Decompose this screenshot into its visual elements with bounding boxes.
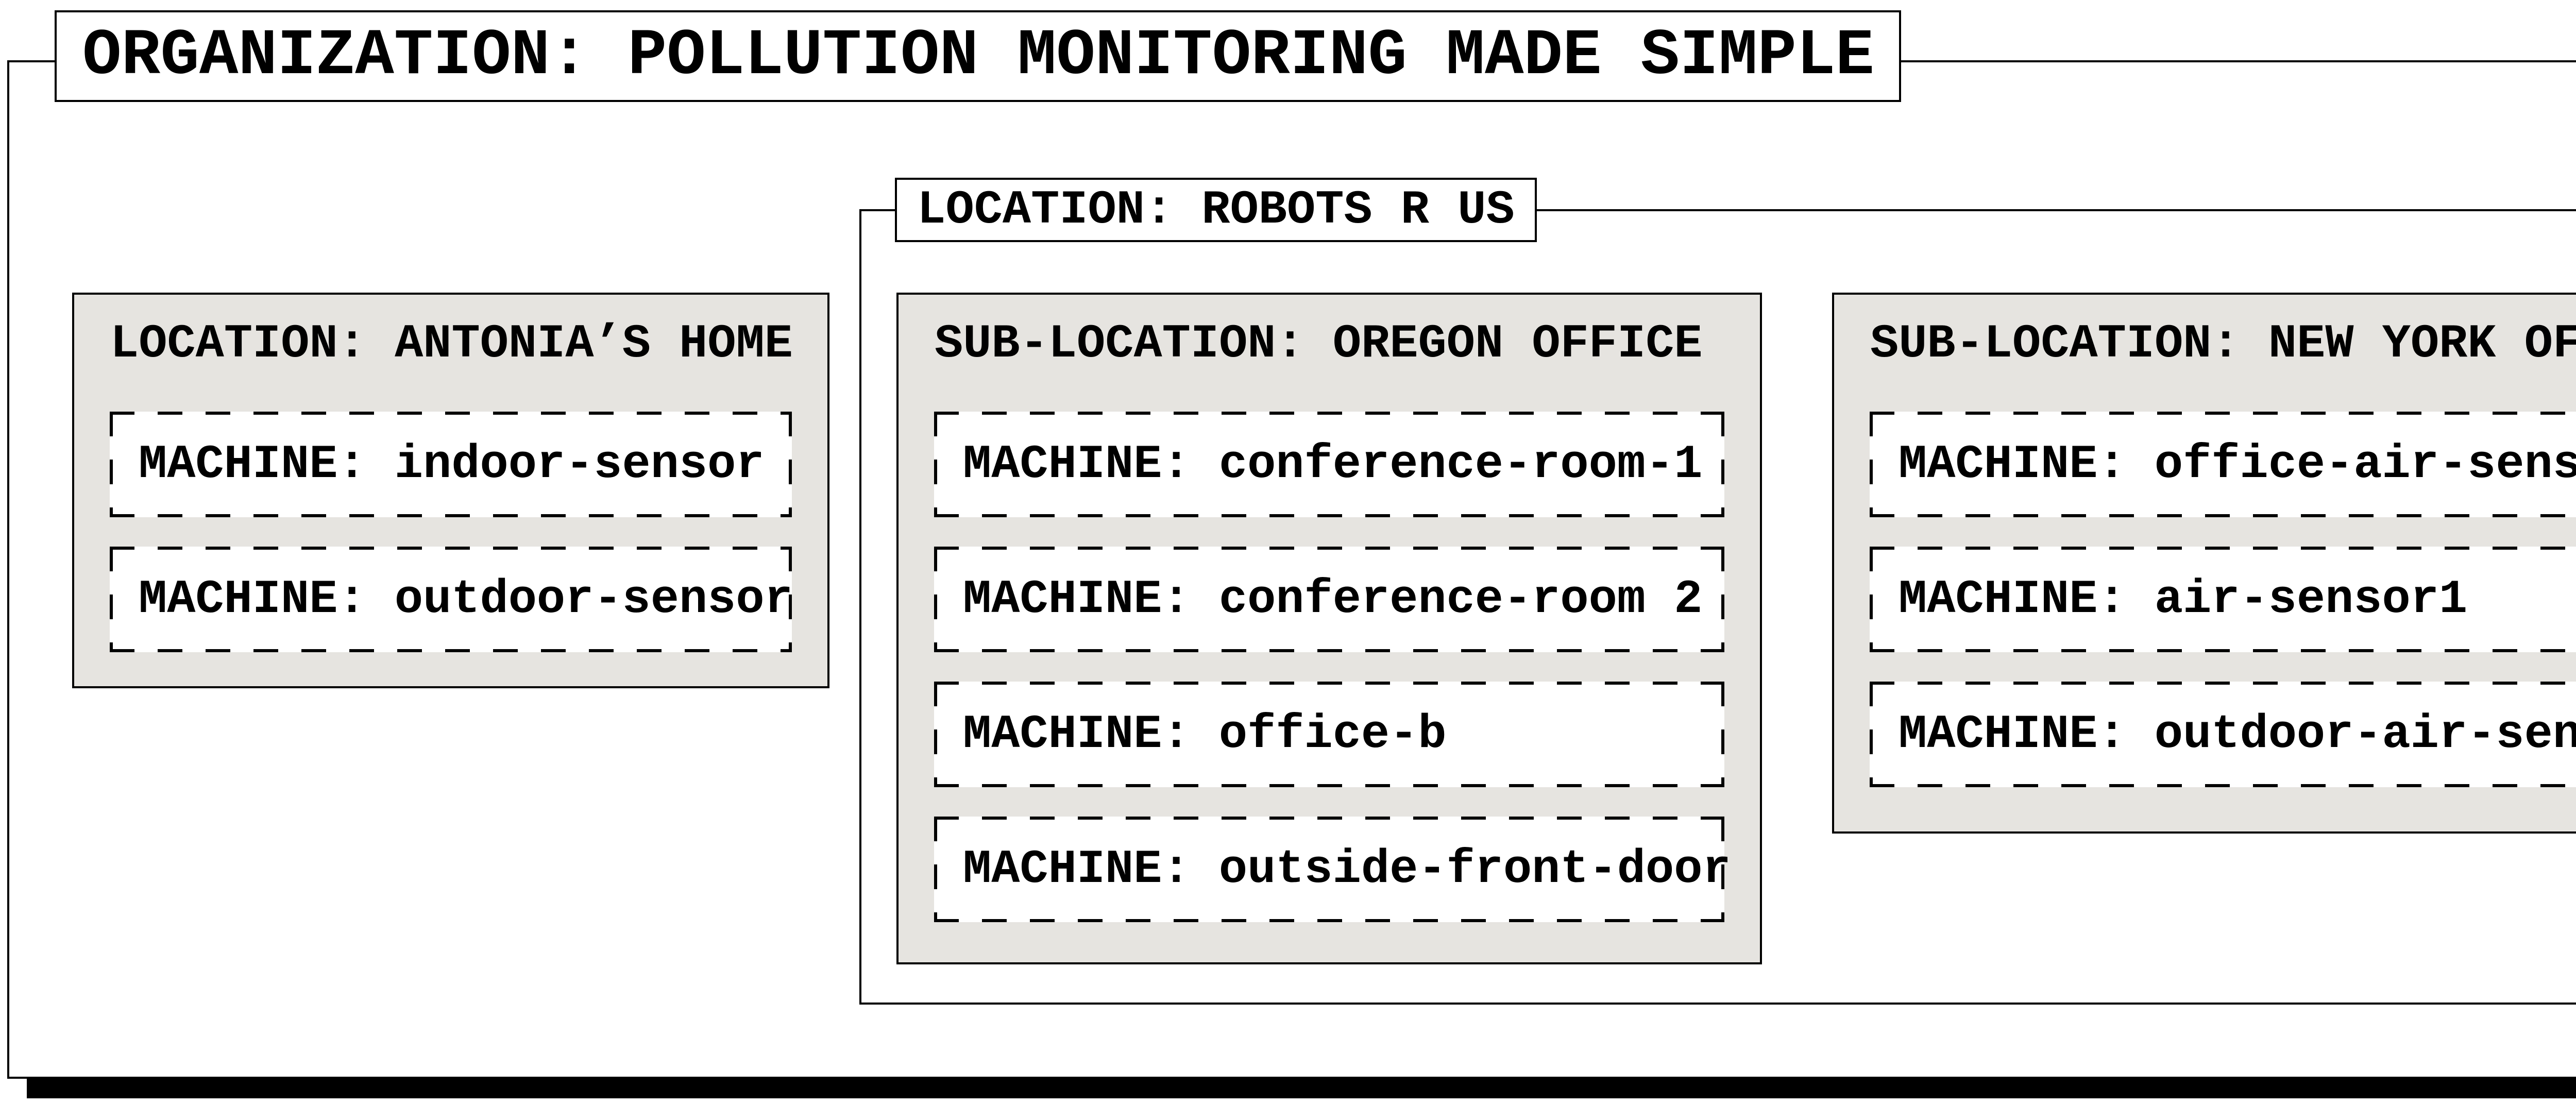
location-label-antonias-home: LOCATION: ANTONIA’S HOME [110,317,793,371]
machine-box-conference-room-2: MACHINE: conference-room 2 [934,547,1724,652]
sublocation-label-oregon-office: SUB-LOCATION: OREGON OFFICE [935,317,1703,371]
sublocation-label-new-york-office: SUB-LOCATION: NEW YORK OFFICE [1870,317,2576,371]
machine-box-indoor-sensor: MACHINE: indoor-sensor [110,412,792,517]
sublocation-box-new-york-office: SUB-LOCATION: NEW YORK OFFICE MACHINE: o… [1832,293,2576,834]
machine-box-office-b: MACHINE: office-b [934,682,1724,787]
location-label-box-robots-r-us: LOCATION: ROBOTS R US [895,178,1537,242]
machine-box-outside-front-door: MACHINE: outside-front-door [934,817,1731,922]
location-box-antonias-home: LOCATION: ANTONIA’S HOME MACHINE: indoor… [72,293,829,688]
organization-title-box: ORGANIZATION: POLLUTION MONITORING MADE … [55,10,1901,102]
sublocation-box-oregon-office: SUB-LOCATION: OREGON OFFICE MACHINE: con… [896,293,1762,964]
location-label-robots-r-us: LOCATION: ROBOTS R US [917,183,1515,237]
machine-box-conference-room-1: MACHINE: conference-room-1 [934,412,1724,517]
machine-box-office-air-sensor: MACHINE: office-air-sensor [1870,412,2576,517]
machine-box-outdoor-sensor: MACHINE: outdoor-sensor [110,547,793,652]
machine-box-air-sensor1: MACHINE: air-sensor1 [1870,547,2576,652]
organization-title: ORGANIZATION: POLLUTION MONITORING MADE … [82,19,1875,93]
machine-box-outdoor-air-sensor: MACHINE: outdoor-air-sensor [1870,682,2576,787]
